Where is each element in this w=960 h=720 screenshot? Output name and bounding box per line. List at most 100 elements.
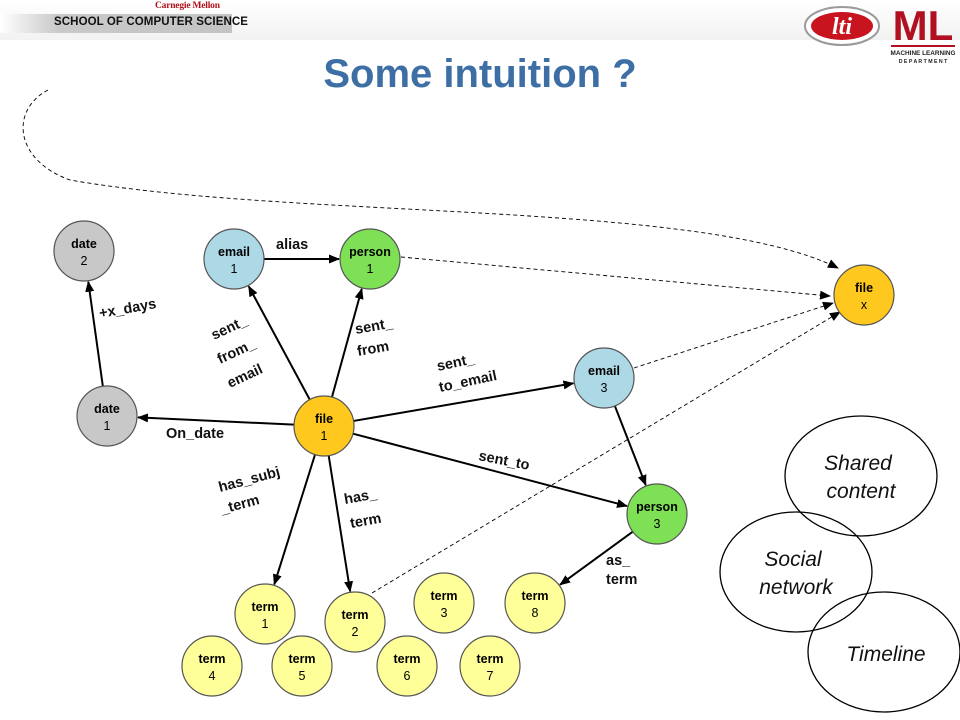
edge-label: has_subj — [217, 464, 282, 496]
edge-file1-person3 — [352, 432, 628, 508]
node-index-label: x — [861, 298, 868, 312]
node-type-label: email — [588, 364, 620, 378]
node-type-label: email — [218, 245, 250, 259]
ml-logo-text: ML — [893, 2, 954, 49]
node-type-label: term — [521, 589, 548, 603]
edge-label: On_date — [166, 426, 224, 442]
node-type-label: date — [71, 237, 97, 251]
node-circle — [504, 572, 566, 634]
node-type-label: term — [288, 652, 315, 666]
edge-label: from — [356, 339, 391, 360]
edge-label: sent_ — [354, 315, 395, 337]
node-circle — [234, 583, 296, 645]
node-term3: term 3 — [413, 572, 475, 634]
node-index-label: 2 — [352, 625, 359, 639]
node-type-label: person — [349, 245, 391, 259]
node-index-label: 1 — [104, 419, 111, 433]
ml-logo-line2: D E P A R T M E N T — [899, 59, 948, 65]
edge-label: sent_ — [436, 351, 477, 375]
concept-ellipse-label: content — [827, 480, 897, 503]
node-index-label: 7 — [487, 669, 494, 683]
node-index-label: 1 — [231, 262, 238, 276]
school-name: SCHOOL OF COMPUTER SCIENCE — [54, 16, 249, 28]
node-type-label: file — [315, 412, 333, 426]
edge-file1-term1 — [272, 454, 316, 586]
node-circle — [833, 264, 895, 326]
university-name: Carnegie Mellon — [155, 1, 220, 11]
concept-ellipse-1 — [784, 415, 938, 537]
ml-logo: ML MACHINE LEARNING D E P A R T M E N T — [891, 2, 956, 65]
concept-ellipse-3 — [807, 591, 960, 713]
node-person1: person 1 — [339, 228, 401, 290]
edge-label: +x_days — [98, 296, 158, 322]
node-date2: date 2 — [53, 220, 115, 282]
edge-label: term — [349, 511, 383, 532]
node-type-label: file — [855, 281, 873, 295]
node-person3: person 3 — [626, 483, 688, 545]
node-type-label: term — [430, 589, 457, 603]
node-circle — [203, 228, 265, 290]
edge-person3-term8 — [559, 530, 634, 586]
node-email1: email 1 — [203, 228, 265, 290]
node-type-label: term — [476, 652, 503, 666]
edge-label: email — [225, 361, 265, 391]
lti-logo-text: lti — [832, 14, 852, 40]
node-term2: term 2 — [324, 591, 386, 653]
node-circle — [459, 635, 521, 697]
dashed-arrow-email3-filex — [633, 301, 834, 369]
dashed-curve-arrow — [22, 89, 839, 269]
node-filex: file x — [833, 264, 895, 326]
edge-label: term — [606, 572, 637, 588]
node-term8: term 8 — [504, 572, 566, 634]
node-index-label: 2 — [81, 254, 88, 268]
node-index-label: 4 — [209, 669, 216, 683]
node-index-label: 3 — [654, 517, 661, 531]
concept-ellipse-label: network — [759, 576, 834, 599]
edge-label: has_ — [343, 486, 379, 508]
node-index-label: 1 — [367, 262, 374, 276]
page-title: Some intuition ? — [323, 52, 637, 96]
edge-file1-person1 — [331, 287, 364, 398]
node-circle — [271, 635, 333, 697]
concept-ellipse-2 — [719, 511, 873, 633]
node-circle — [573, 347, 635, 409]
node-type-label: term — [341, 608, 368, 622]
edge-file1-email1 — [247, 285, 311, 401]
edge-file1-date1 — [136, 413, 295, 426]
node-index-label: 3 — [441, 606, 448, 620]
node-term6: term 6 — [376, 635, 438, 697]
node-circle — [376, 635, 438, 697]
node-circle — [626, 483, 688, 545]
node-type-label: date — [94, 402, 120, 416]
ml-logo-line1: MACHINE LEARNING — [891, 50, 956, 57]
cmu-banner — [0, 14, 232, 33]
lti-logo: lti — [804, 6, 880, 46]
node-circle — [181, 635, 243, 697]
node-term7: term 7 — [459, 635, 521, 697]
node-date1: date 1 — [76, 385, 138, 447]
node-circle — [293, 395, 355, 457]
node-index-label: 8 — [532, 606, 539, 620]
concept-ellipse-label: Social — [764, 548, 823, 571]
node-index-label: 5 — [299, 669, 306, 683]
edge-file1-term2 — [327, 455, 354, 593]
node-index-label: 6 — [404, 669, 411, 683]
node-circle — [53, 220, 115, 282]
node-circle — [324, 591, 386, 653]
node-term5: term 5 — [271, 635, 333, 697]
edge-label: _term — [218, 492, 261, 518]
edge-label: as_ — [606, 553, 631, 569]
node-type-label: term — [198, 652, 225, 666]
node-circle — [413, 572, 475, 634]
node-circle — [339, 228, 401, 290]
node-type-label: term — [393, 652, 420, 666]
node-index-label: 1 — [321, 429, 328, 443]
concept-ellipse-label: Timeline — [846, 643, 925, 666]
node-type-label: person — [636, 500, 678, 514]
edge-label: sent_to — [477, 448, 531, 474]
dashed-arrow-person1-filex — [400, 256, 831, 300]
edge-file1-email3 — [353, 380, 575, 422]
